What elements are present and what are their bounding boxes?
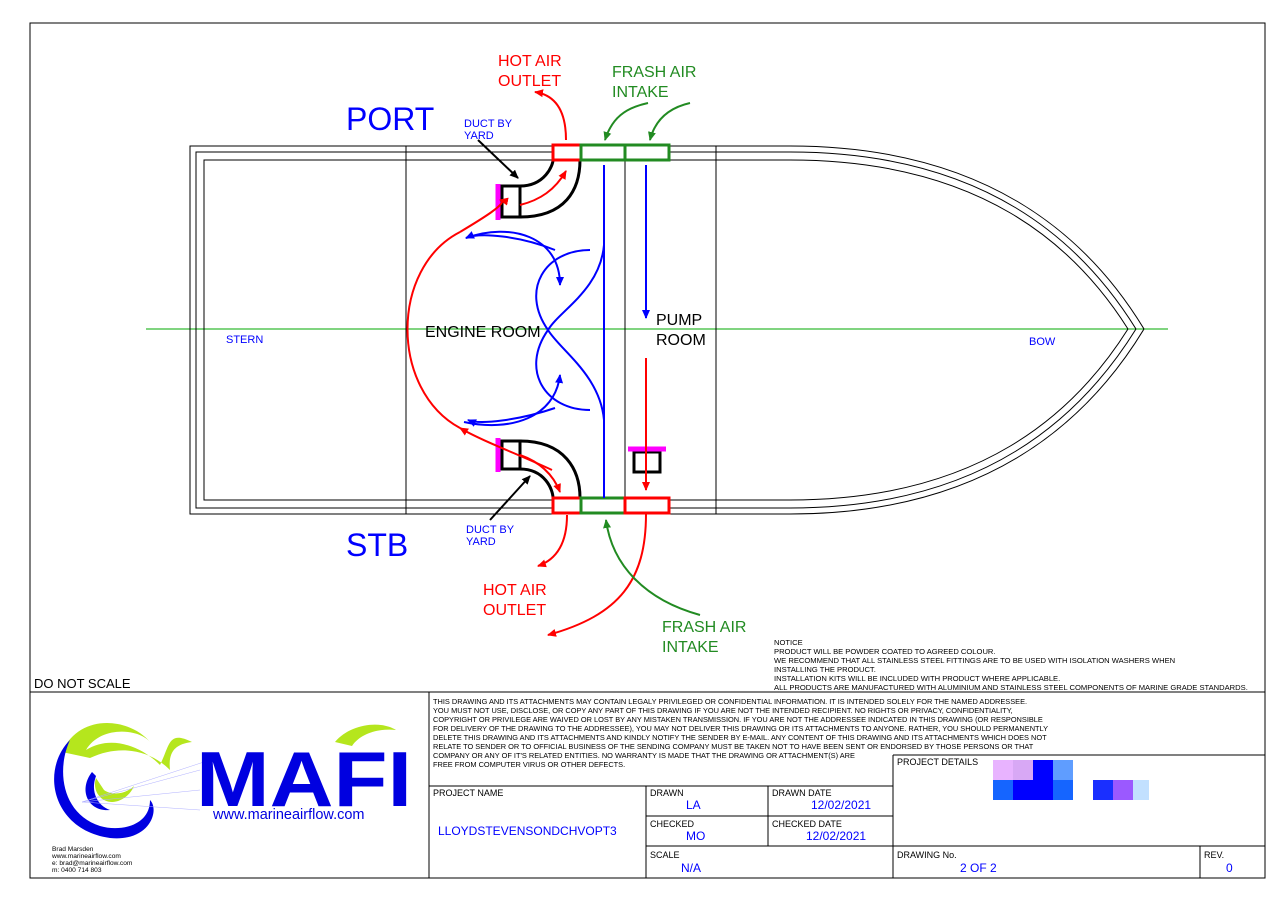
duct-by-yard-top-line2: YARD [464, 130, 494, 142]
stern-label: STERN [226, 334, 263, 346]
engine-room-label: ENGINE ROOM [425, 324, 541, 341]
mafi-logo: MAFI www.marineairflow.com Brad Marsden … [51, 722, 412, 874]
checked-label: CHECKED [650, 819, 695, 829]
hot-air-outlet-bottom-line2: OUTLET [483, 602, 546, 619]
hot-air-outlet-top-line1: HOT AIR [498, 53, 562, 70]
stb-label: STB [346, 527, 408, 563]
scale-label: SCALE [650, 850, 680, 860]
logo-rays [81, 759, 211, 811]
logo-wordmark: MAFI [196, 735, 412, 823]
contact-line: Brad Marsden [52, 846, 94, 853]
pump-room-label-line1: PUMP [656, 312, 702, 329]
project-details-redacted [993, 760, 1149, 800]
fresh-air-intake-top-line2: INTAKE [612, 84, 669, 101]
vents-stb [551, 496, 671, 515]
project-name-value: LLOYDSTEVENSONDCHVOPT3 [438, 824, 617, 838]
notice-line: PRODUCT WILL BE POWDER COATED TO AGREED … [774, 647, 996, 656]
scale-value: N/A [681, 861, 701, 875]
checked-value: MO [686, 829, 705, 843]
notice-line: WE RECOMMEND THAT ALL STAINLESS STEEL FI… [774, 656, 1175, 665]
drawn-label: DRAWN [650, 788, 684, 798]
notice-line: INSTALLING THE PRODUCT. [774, 665, 876, 674]
port-label: PORT [346, 101, 434, 137]
disclaimer-line: THIS DRAWING AND ITS ATTACHMENTS MAY CON… [433, 697, 1027, 706]
duct-port [500, 159, 582, 219]
logo-swoosh-green [62, 722, 192, 770]
disclaimer-line: COPYRIGHT OR PRIVILEGE ARE WAIVED OR LOS… [433, 715, 1043, 724]
project-name-label: PROJECT NAME [433, 788, 503, 798]
drawing-no-label: DRAWING No. [897, 850, 957, 860]
duct-stb [500, 439, 582, 499]
vents-port [551, 143, 671, 162]
checked-date-value: 12/02/2021 [806, 829, 866, 843]
pump-room-label-line2: ROOM [656, 332, 706, 349]
disclaimer-block: THIS DRAWING AND ITS ATTACHMENTS MAY CON… [433, 697, 1048, 769]
bow-label: BOW [1029, 336, 1056, 348]
sheet-border [29, 22, 1266, 879]
notice-line: ALL PRODUCTS ARE MANUFACTURED WITH ALUMI… [774, 683, 1248, 692]
contact-line: e: brad@marineairflow.com [52, 860, 133, 867]
logo-swoosh-green-inner [94, 778, 134, 802]
fresh-air-intake-bottom-line1: FRASH AIR [662, 619, 746, 636]
duct-label-leader-top [477, 139, 519, 179]
drawn-date-value: 12/02/2021 [811, 798, 871, 812]
hull-outline [189, 145, 1145, 515]
disclaimer-line: DELETE THIS DRAWING AND ITS ATTACHMENTS … [433, 733, 1047, 742]
disclaimer-line: YOU MUST NOT USE, DISCLOSE, OR COPY ANY … [433, 706, 1013, 715]
duct-label-leader-bottom [489, 475, 531, 521]
project-details-label: PROJECT DETAILS [897, 757, 978, 767]
disclaimer-line: FOR DELIVERY OF THE DRAWING TO THE ADDRE… [433, 724, 1048, 733]
notice-block: NOTICE PRODUCT WILL BE POWDER COATED TO … [774, 638, 1248, 692]
duct-by-yard-bottom-line2: YARD [466, 536, 496, 548]
logo-swoosh-blue-inner [85, 772, 110, 811]
duct-by-yard-bottom-line1: DUCT BY [466, 524, 515, 536]
drawing-no-value: 2 OF 2 [960, 861, 997, 875]
disclaimer-line: RELATE TO SENDER OR TO OFFICIAL BUSINESS… [433, 742, 1034, 751]
logo-swoosh-blue-outer [54, 740, 154, 839]
fresh-air-flow [603, 102, 701, 616]
contact-line: www.marineairflow.com [51, 853, 121, 860]
rev-value: 0 [1226, 861, 1233, 875]
hot-air-flow [406, 89, 650, 637]
title-block-frame [30, 691, 1265, 878]
contact-line: m: 0400 714 803 [52, 867, 102, 874]
fresh-air-intake-top-line1: FRASH AIR [612, 64, 696, 81]
drawn-date-label: DRAWN DATE [772, 788, 832, 798]
logo-website: www.marineairflow.com [212, 807, 365, 823]
hot-air-outlet-bottom-line1: HOT AIR [483, 582, 547, 599]
logo-f-leaf [335, 724, 396, 746]
fresh-air-intake-bottom-line2: INTAKE [662, 639, 719, 656]
disclaimer-line: FREE FROM COMPUTER VIRUS OR OTHER DEFECT… [433, 760, 625, 769]
hot-air-outlet-top-line2: OUTLET [498, 73, 561, 90]
do-not-scale-label: DO NOT SCALE [34, 676, 131, 691]
notice-line: NOTICE [774, 638, 803, 647]
notice-line: INSTALLATION KITS WILL BE INCLUDED WITH … [774, 674, 1060, 683]
checked-date-label: CHECKED DATE [772, 819, 842, 829]
rev-label: REV. [1204, 850, 1224, 860]
duct-by-yard-top-line1: DUCT BY [464, 118, 513, 130]
disclaimer-line: COMPANY OR ANY OF IT'S RELATED ENTITIES.… [433, 751, 855, 760]
blue-circulation-flow [463, 165, 650, 498]
drawn-value: LA [686, 798, 701, 812]
